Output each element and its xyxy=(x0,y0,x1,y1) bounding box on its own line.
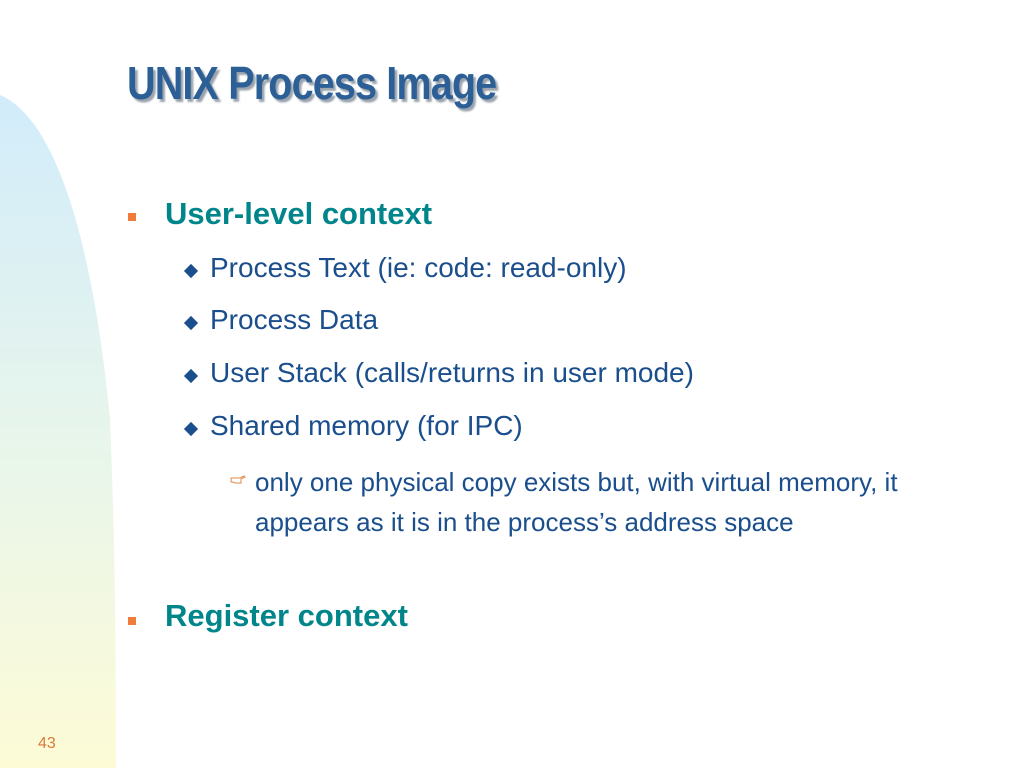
page-number: 43 xyxy=(38,735,56,752)
bullet-user-level-context: User-level context xyxy=(165,196,433,231)
pointing-hand-icon xyxy=(230,475,246,484)
bullet-process-data: Process Data xyxy=(210,304,379,335)
square-bullet-icon xyxy=(128,213,136,221)
square-bullet-icon xyxy=(128,617,136,625)
bullet-shared-memory: Shared memory (for IPC) xyxy=(210,410,523,441)
slide-title: UNIX Process Image xyxy=(127,57,497,109)
bullet-user-stack: User Stack (calls/returns in user mode) xyxy=(210,357,694,388)
bullet-physical-copy-note: only one physical copy exists but, with … xyxy=(255,467,898,537)
bullet-process-text: Process Text (ie: code: read-only) xyxy=(210,252,627,283)
bullet-register-context: Register context xyxy=(165,598,408,633)
